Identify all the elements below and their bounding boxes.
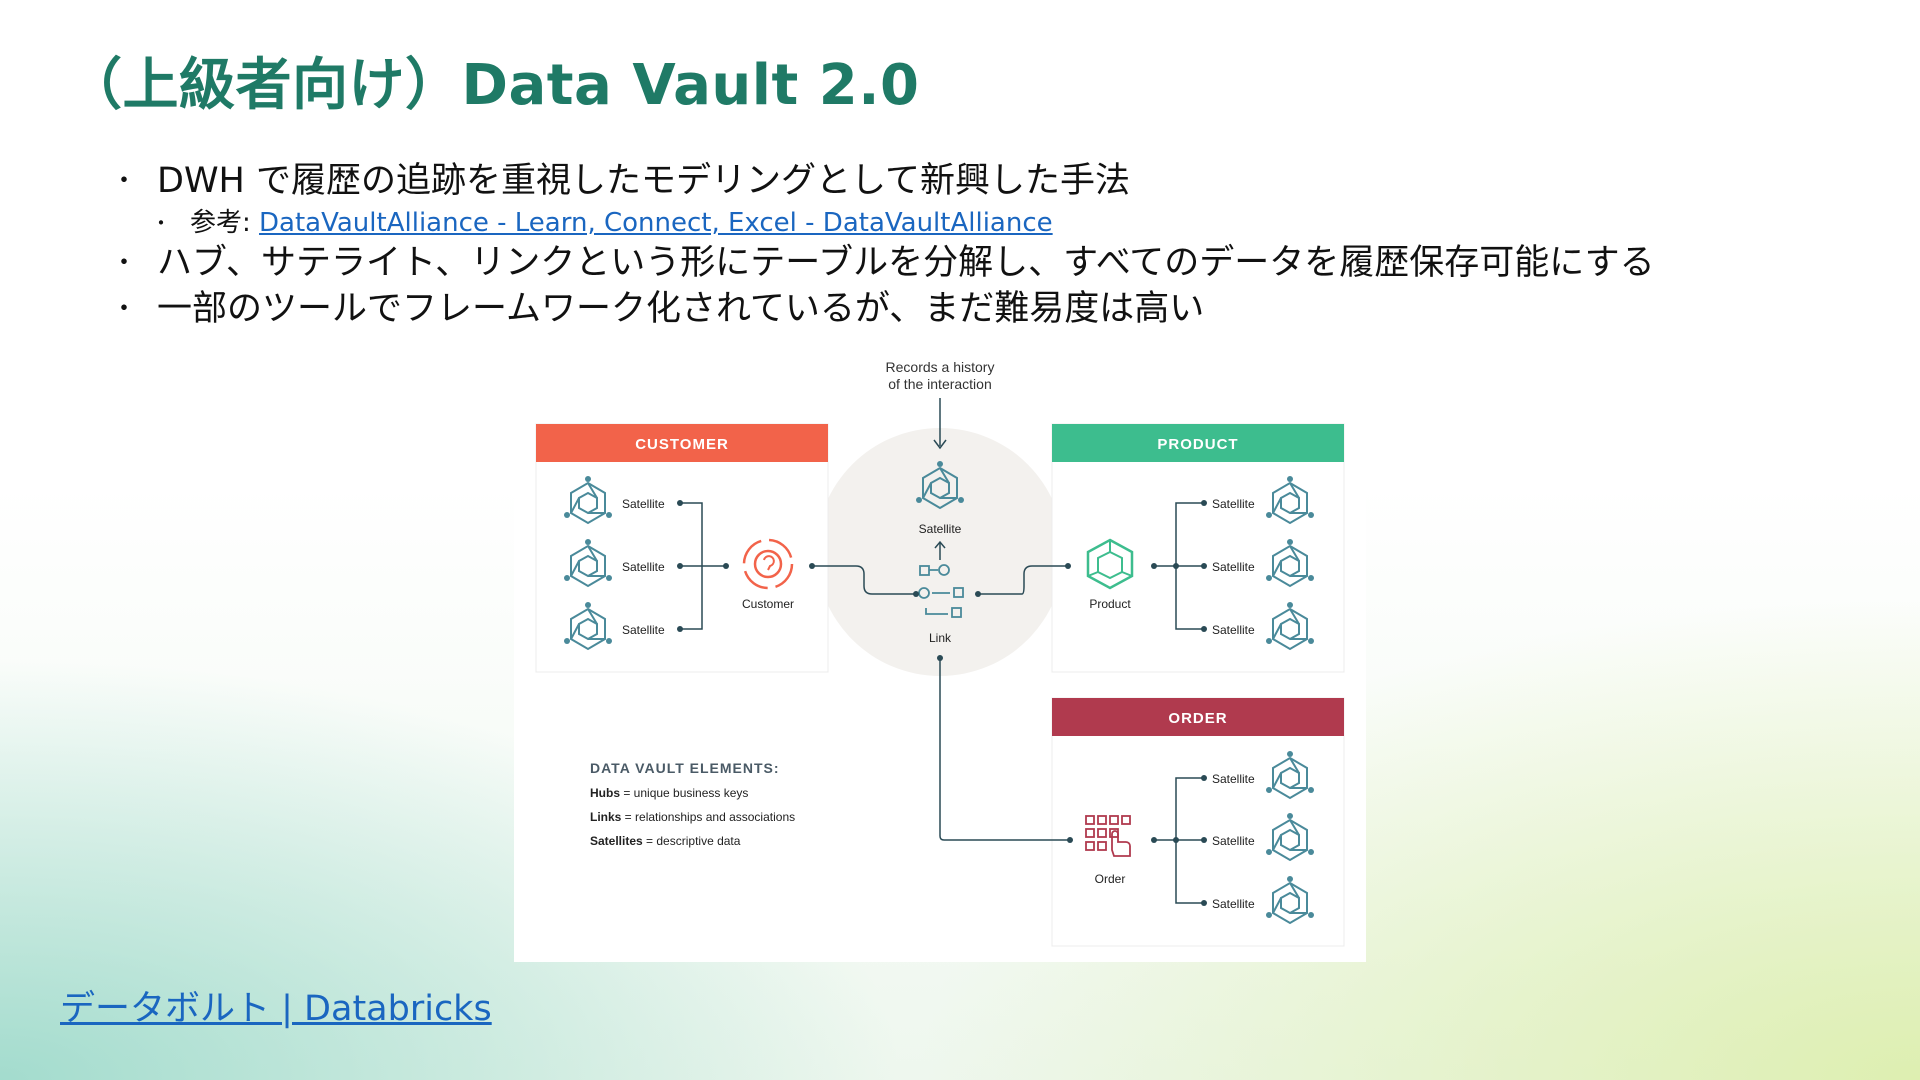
customer-card: CUSTOMER Satellite Satellite Satellite C… — [535, 423, 829, 673]
customer-hub-icon — [742, 538, 794, 590]
satellite-label: Satellite — [1212, 560, 1255, 574]
annotation-line-1: Records a history — [886, 359, 995, 375]
legend-links: Links = relationships and associations — [590, 810, 795, 824]
legend-hubs: Hubs = unique business keys — [590, 786, 748, 800]
order-hub-label: Order — [1095, 872, 1126, 886]
order-hub-icon — [1085, 815, 1131, 857]
reference-prefix: 参考: — [190, 208, 260, 238]
annotation-line-2: of the interaction — [888, 376, 992, 392]
satellite-label: Satellite — [622, 623, 665, 637]
slide-title: （上級者向け）Data Vault 2.0 — [66, 53, 920, 118]
bullet-list: DWH で履歴の追跡を重視したモデリングとして新興した手法 参考: DataVa… — [111, 158, 1655, 332]
customer-hub-label: Customer — [742, 597, 794, 611]
product-card: PRODUCT Product Satellite Satellite Sate… — [1051, 423, 1345, 673]
customer-link-connector — [812, 565, 916, 595]
product-header: PRODUCT — [1157, 436, 1238, 453]
link-icon — [918, 564, 964, 618]
customer-header: CUSTOMER — [635, 436, 729, 453]
product-header-bar — [1052, 424, 1344, 462]
satellite-label: Satellite — [1212, 623, 1255, 637]
order-header: ORDER — [1168, 710, 1227, 727]
bullet-item: 一部のツールでフレームワーク化されているが、まだ難易度は高い — [111, 286, 1655, 332]
product-hub-icon — [1086, 538, 1134, 590]
bullet-item: ハブ、サテライト、リンクという形にテーブルを分解し、すべてのデータを履歴保存可能… — [111, 240, 1655, 286]
datavault-alliance-link[interactable]: DataVaultAlliance - Learn, Connect, Exce… — [259, 208, 1053, 238]
satellite-label: Satellite — [1212, 772, 1255, 786]
link-order-connector — [939, 658, 1070, 841]
satellite-label: Satellite — [1212, 834, 1255, 848]
satellite-label: Satellite — [1212, 497, 1255, 511]
customer-header-bar — [536, 424, 828, 462]
satellite-label: Satellite — [622, 497, 665, 511]
sub-bullet-item: 参考: DataVaultAlliance - Learn, Connect, … — [115, 206, 1655, 240]
databricks-data-vault-link[interactable]: データボルト | Databricks — [60, 989, 492, 1029]
link-product-connector — [978, 565, 1068, 595]
product-hub-label: Product — [1089, 597, 1131, 611]
legend-title: DATA VAULT ELEMENTS: — [590, 760, 780, 776]
legend-satellites: Satellites = descriptive data — [590, 834, 741, 848]
bullet-item: DWH で履歴の追跡を重視したモデリングとして新興した手法 — [111, 158, 1655, 204]
data-vault-diagram: Records a history of the interaction CUS… — [514, 346, 1366, 962]
link-label: Link — [929, 631, 952, 645]
link-satellite-label: Satellite — [919, 522, 962, 536]
satellite-label: Satellite — [1212, 897, 1255, 911]
satellite-label: Satellite — [622, 560, 665, 574]
order-header-bar — [1052, 698, 1344, 736]
order-card: ORDER Order Satellite Satellite Satellit… — [1051, 697, 1345, 947]
